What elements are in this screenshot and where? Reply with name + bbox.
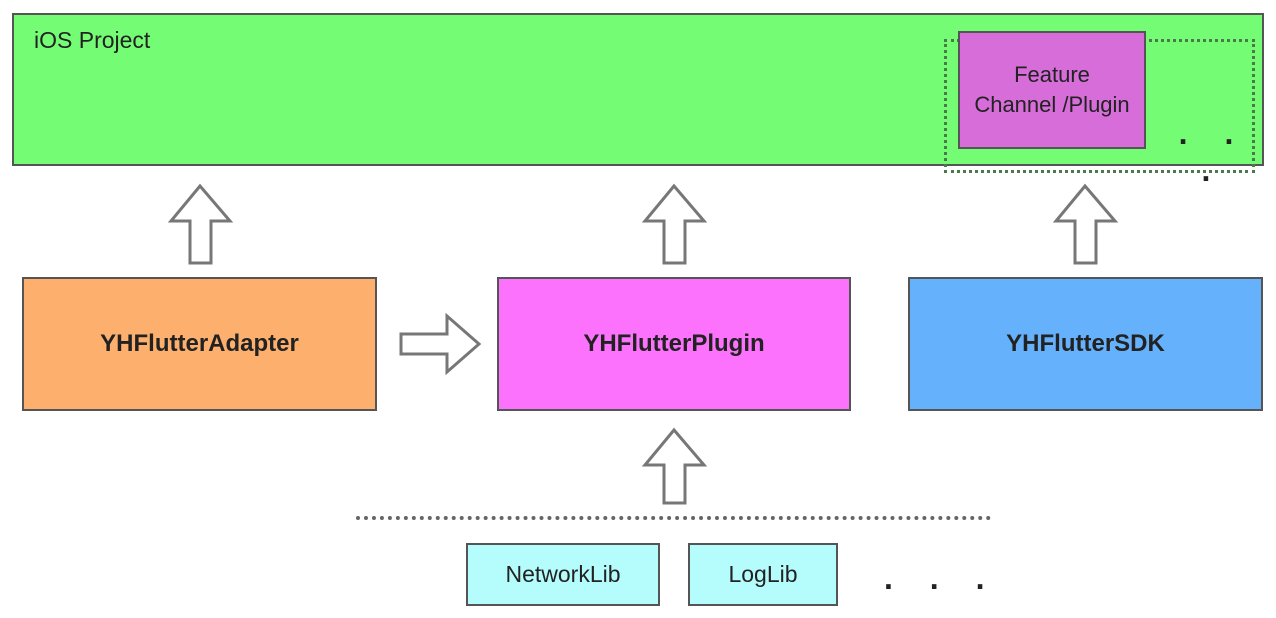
networklib-label: NetworkLib: [505, 561, 621, 587]
arrow-right-adapter-to-plugin-icon: [399, 312, 482, 376]
plugin-label: YHFlutterPlugin: [583, 330, 765, 357]
yhflutter-plugin-box: YHFlutterPlugin: [497, 277, 851, 411]
yhflutter-sdk-box: YHFlutterSDK: [908, 277, 1263, 411]
ios-project-label: iOS Project: [34, 27, 151, 53]
feature-channel-plugin-box: Feature Channel /Plugin: [958, 31, 1146, 149]
feature-ellipsis: . . .: [1178, 115, 1248, 188]
dependency-divider-line: [356, 516, 991, 520]
arrow-up-libs-icon: [641, 427, 708, 505]
sdk-label: YHFlutterSDK: [1006, 330, 1165, 357]
adapter-label: YHFlutterAdapter: [100, 330, 299, 357]
loglib-label: LogLib: [728, 561, 798, 587]
feature-label-line1: Feature: [1014, 62, 1090, 87]
arrow-up-adapter-icon: [167, 183, 234, 265]
feature-label-line2: Channel /Plugin: [974, 92, 1130, 117]
networklib-box: NetworkLib: [466, 543, 660, 606]
loglib-box: LogLib: [688, 543, 838, 606]
yhflutter-adapter-box: YHFlutterAdapter: [22, 277, 377, 411]
arrow-up-sdk-icon: [1052, 183, 1119, 265]
arrow-up-plugin-icon: [641, 183, 708, 265]
libs-ellipsis: . . .: [884, 560, 999, 596]
